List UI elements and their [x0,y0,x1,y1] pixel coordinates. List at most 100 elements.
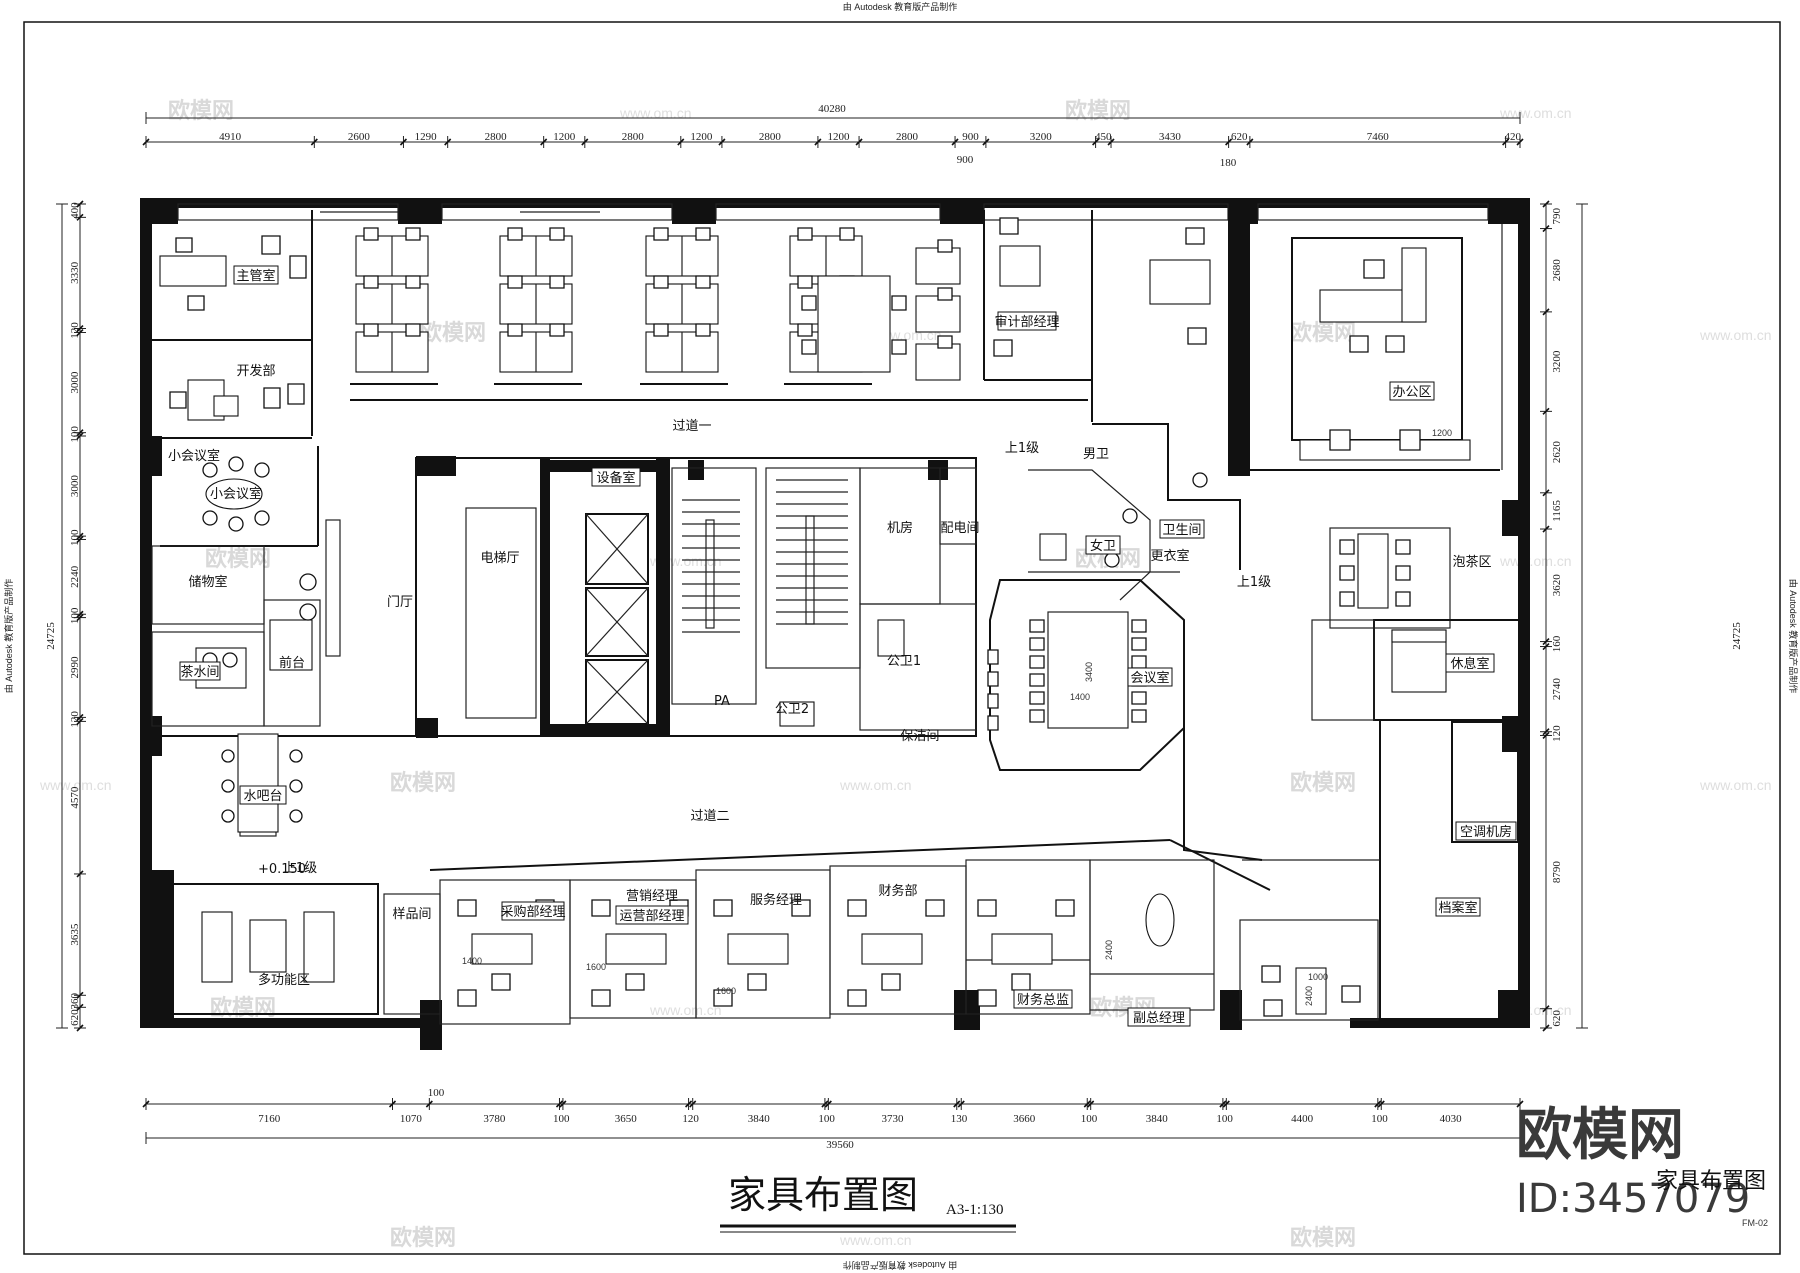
dim-segment: 4910 [219,131,242,143]
watermark-brand: 欧模网 [168,98,234,124]
watermark-brand: 欧模网 [1290,320,1356,346]
edu-stamp-bottom: 由 Autodesk 教育版产品制作 [843,1260,958,1271]
room-sample: 样品间 [392,907,431,922]
room-corridor-2: 过道二 [690,809,729,824]
dim-segment: 3635 [69,923,81,946]
room-storage: 储物室 [188,574,227,590]
room-director: 主管室 [236,268,275,284]
dim-segment: 2620 [1551,441,1563,464]
dim-total-top: 40280 [818,103,846,115]
level-change-3: 上1级 [1237,575,1271,590]
dim-segment: 4400 [1291,1113,1314,1125]
watermark-url: www.om.cn [1699,777,1772,793]
watermark-url: www.om.cn [839,777,912,793]
dim-segment: 3840 [1146,1113,1169,1125]
watermark-url: www.om.cn [1499,553,1572,569]
room-finance: 财务部 [878,883,917,899]
watermark-brand: 欧模网 [210,995,276,1021]
dim-segment: 3660 [1013,1113,1036,1125]
dim-total-left: 24725 [45,622,57,650]
room-male-wc: 男卫 [1083,447,1109,462]
room-tea: 茶水间 [180,664,219,680]
dim-segment: 2740 [1551,678,1563,701]
sheet-border [23,21,1781,1255]
window-strip-top [177,203,1489,221]
dim-top-sub: 180 [1220,157,1237,169]
dim-segment: 3620 [1551,574,1563,597]
exterior-walls [140,198,1530,1050]
dim-segment: 120 [1551,725,1563,742]
room-dressing: 更衣室 [1150,548,1189,564]
dim-segment: 2240 [69,565,81,588]
dim-segment: 3430 [1159,131,1182,143]
dim-segment: 1200 [690,131,713,143]
dim-segment: 3330 [69,261,81,284]
dim-segment: 100 [553,1113,570,1125]
dim-segment: 2990 [69,656,81,679]
watermark-url: www.om.cn [619,105,692,121]
dim-segment: 3840 [748,1113,771,1125]
room-power: 配电间 [940,521,979,536]
dim-segment: 7160 [258,1113,281,1125]
dim-segment: 3200 [1030,131,1053,143]
room-bar: 水吧台 [243,789,282,804]
dim-segment: 2600 [348,131,371,143]
dim-segment: 620 [1231,131,1248,143]
watermark-brand: 欧模网 [1065,98,1131,124]
watermark-url: www.om.cn [1499,105,1572,121]
room-corridor-1: 过道一 [672,419,711,434]
dimension-chain-left: 4003330120300010030001002240100299012045… [56,200,86,1032]
room-office-area: 办公区 [1392,385,1431,400]
room-pa: PA [714,694,730,709]
dim-top-sub: 900 [957,154,974,166]
dim-segment: 1290 [415,131,438,143]
sheet-number: FM-02 [1742,1218,1768,1228]
watermark-brand: 欧模网 [390,770,456,796]
dim-segment: 3200 [1551,350,1563,373]
furniture-dim: 1600 [716,986,736,996]
dim-segment: 1070 [400,1113,423,1125]
room-public-wc-1: 公卫1 [887,654,921,669]
furniture-dimension-notes: 1400 3400 2400 2400 1000 1600 1600 1400 … [462,428,1452,1006]
room-machine: 机房 [887,520,913,536]
dim-segment: 450 [1095,131,1112,143]
furniture-dim: 2400 [1104,940,1114,960]
furniture-dim: 1400 [1070,692,1090,702]
room-public-wc-2: 公卫2 [775,702,809,717]
furniture-dim: 1600 [586,962,606,972]
dim-total-right: 24725 [1731,622,1743,650]
drawing-scale: A3-1:130 [946,1202,1004,1218]
dim-segment: 2800 [759,131,782,143]
room-tea-area: 泡茶区 [1452,554,1491,570]
room-small-meeting: 小会议室 [168,448,220,464]
room-equipment: 设备室 [596,470,635,486]
room-dev: 开发部 [236,363,275,379]
logo-id: ID:3457079 [1516,1176,1750,1222]
room-lounge: 休息室 [1450,656,1489,672]
dim-segment: 1200 [553,131,576,143]
meeting-chairs [987,619,1147,731]
room-reception: 前台 [279,655,305,671]
dim-segment: 3730 [882,1113,905,1125]
dim-segment: 3780 [483,1113,506,1125]
room-bathroom: 卫生间 [1162,523,1201,538]
room-lobby: 门厅 [387,595,413,610]
watermark-url: www.om.cn [839,1232,912,1248]
dim-segment: 120 [682,1113,699,1125]
dim-segment: 620 [1551,1010,1563,1027]
level-change-1: 上1级 [283,861,317,876]
furniture-dim: 2400 [1304,986,1314,1006]
dim-segment: 2800 [896,131,919,143]
dim-segment: 2800 [485,131,508,143]
room-purchasing-manager: 采购部经理 [500,904,565,920]
dim-segment: 100 [1081,1113,1098,1125]
dim-segment: 420 [1505,131,1522,143]
watermark-brand: 欧模网 [1290,1225,1356,1251]
room-service-manager: 服务经理 [750,892,802,908]
dim-segment: 100 [1371,1113,1388,1125]
dim-segment: 2800 [622,131,645,143]
brand-logo: 欧模网 ID:3457079 家具布置图 [1516,1103,1766,1222]
